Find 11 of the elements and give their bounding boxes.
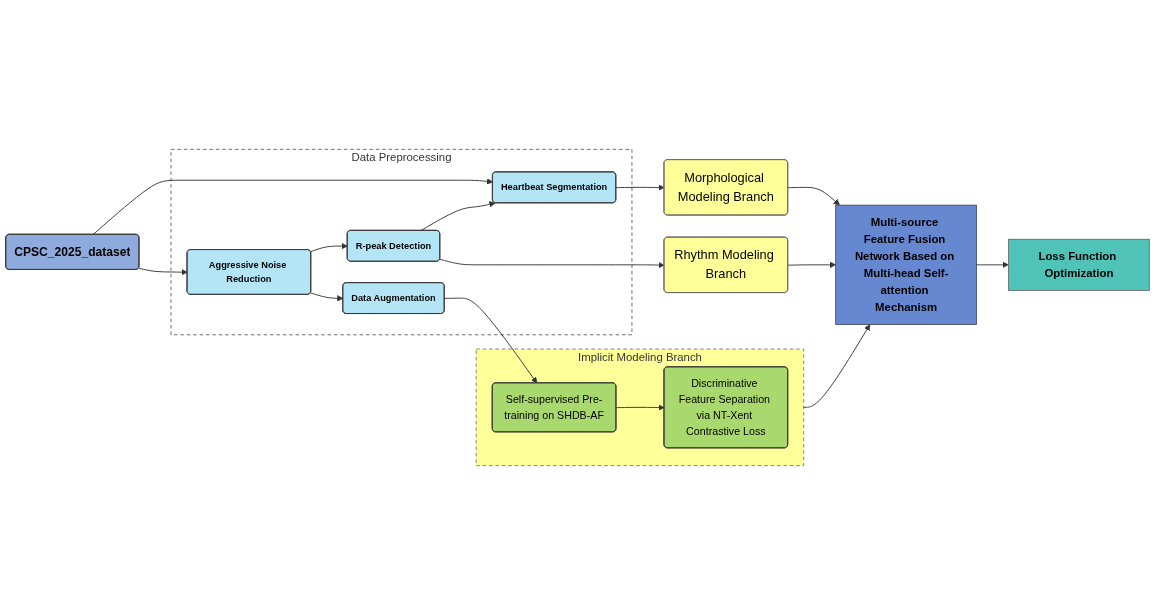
process-box: R-peak Detection <box>346 230 441 262</box>
process-box: Heartbeat Segmentation <box>492 171 617 204</box>
process-box: Loss Function Optimization <box>1008 238 1150 291</box>
process-box: CPSC_2025_dataset <box>5 233 140 270</box>
process-box: Morphological Modeling Branch <box>663 159 789 216</box>
process-box: Multi-source Feature Fusion Network Based on Multi-head Self-attention Mechanism <box>835 204 977 325</box>
process-box: Self-supervised Pre-training on SHDB-AF <box>491 382 617 433</box>
process-box: Discriminative Feature Separation via NT-Xent Contrastive Loss <box>663 366 789 449</box>
process-box: Aggressive Noise Reduction <box>186 249 312 295</box>
process-box: Rhythm Modeling Branch <box>663 236 789 293</box>
process-box: Data Augmentation <box>342 282 445 314</box>
